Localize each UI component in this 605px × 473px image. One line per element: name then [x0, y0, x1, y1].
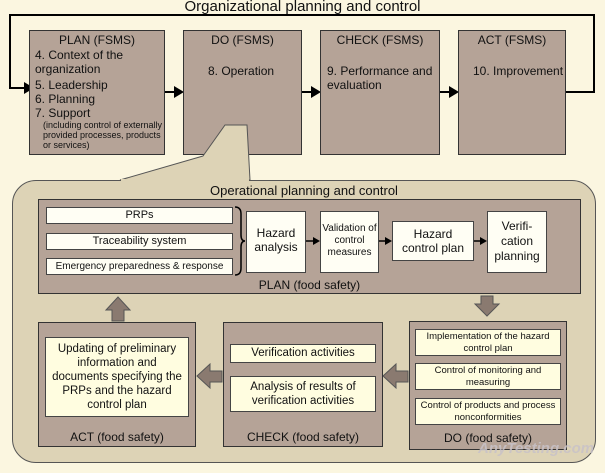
food-safety-check-box: Verification activities Analysis of resu… — [223, 322, 383, 447]
fsms-plan-title: PLAN (FSMS) — [58, 33, 135, 47]
fsms-do-item: 8. Operation — [208, 64, 275, 78]
fsms-act-box: ACT (FSMS) 10. Improvement — [458, 30, 566, 155]
fsms-plan-support-note: (including control of externally provide… — [43, 120, 163, 150]
food-safety-check-label: CHECK (food safety) — [246, 430, 360, 444]
fsms-act-title: ACT (FSMS) — [477, 33, 547, 47]
do-monitoring: Control of monitoring and measuring — [415, 363, 561, 390]
fsms-check-item: 9. Performance and evaluation — [327, 64, 433, 92]
fsms-plan-item-support: 7. Support — [35, 106, 91, 120]
step-validation-label: Validation of control measures — [322, 223, 377, 258]
do-implementation-label: Implementation of the hazard control pla… — [426, 331, 550, 354]
input-emergency-label: Emergency preparedness & response — [55, 261, 224, 272]
do-nonconformities-label: Control of products and process nonconfo… — [420, 400, 556, 423]
step-validation: Validation of control measures — [320, 211, 379, 273]
step-hazard-analysis-label: Hazard analysis — [254, 226, 298, 254]
fsms-plan-box: PLAN (FSMS) 4. Context of the organizati… — [29, 30, 165, 155]
input-emergency: Emergency preparedness & response — [46, 258, 233, 275]
food-safety-plan-label: PLAN (food safety) — [258, 278, 361, 292]
food-safety-act-box: Updating of preliminary information and … — [38, 322, 196, 447]
do-implementation: Implementation of the hazard control pla… — [415, 329, 561, 356]
fsms-act-item: 10. Improvement — [473, 64, 564, 78]
step-verification-planning: Verifi-cation planning — [487, 211, 547, 273]
act-update-text-box: Updating of preliminary information and … — [45, 337, 189, 417]
fsms-check-box: CHECK (FSMS) 9. Performance and evaluati… — [320, 30, 440, 155]
operational-title: Operational planning and control — [210, 183, 398, 198]
food-safety-do-box: Implementation of the hazard control pla… — [409, 321, 567, 450]
fsms-do-title: DO (FSMS) — [211, 33, 274, 47]
top-title: Organizational planning and control — [184, 0, 421, 15]
step-hazard-analysis: Hazard analysis — [246, 211, 306, 273]
food-safety-do-label: DO (food safety) — [443, 431, 533, 445]
fsms-plan-item-context: 4. Context of the organization — [35, 48, 124, 76]
do-monitoring-label: Control of monitoring and measuring — [434, 365, 542, 388]
fsms-check-title: CHECK (FSMS) — [336, 33, 424, 47]
check-analysis-results-label: Analysis of results of verification acti… — [250, 381, 356, 407]
step-verification-planning-label: Verifi-cation planning — [494, 219, 540, 263]
act-update-text: Updating of preliminary information and … — [52, 343, 182, 411]
food-safety-act-label: ACT (food safety) — [70, 430, 164, 444]
do-nonconformities: Control of products and process nonconfo… — [415, 398, 561, 425]
watermark: AnyTesting.com — [478, 440, 595, 457]
check-verification-activities-label: Verification activities — [251, 347, 355, 359]
check-verification-activities: Verification activities — [230, 344, 376, 363]
callout-joint — [121, 179, 249, 182]
fsms-plan-item-leadership: 5. Leadership — [35, 78, 108, 92]
input-prps: PRPs — [46, 207, 233, 224]
fsms-plan-item-planning: 6. Planning — [35, 92, 96, 106]
input-traceability: Traceability system — [46, 233, 233, 250]
check-analysis-results: Analysis of results of verification acti… — [230, 376, 376, 412]
input-traceability-label: Traceability system — [92, 235, 187, 247]
step-hazard-control-plan: Hazard control plan — [392, 221, 474, 261]
step-hazard-control-plan-label: Hazard control plan — [401, 227, 465, 255]
input-prps-label: PRPs — [125, 209, 154, 221]
